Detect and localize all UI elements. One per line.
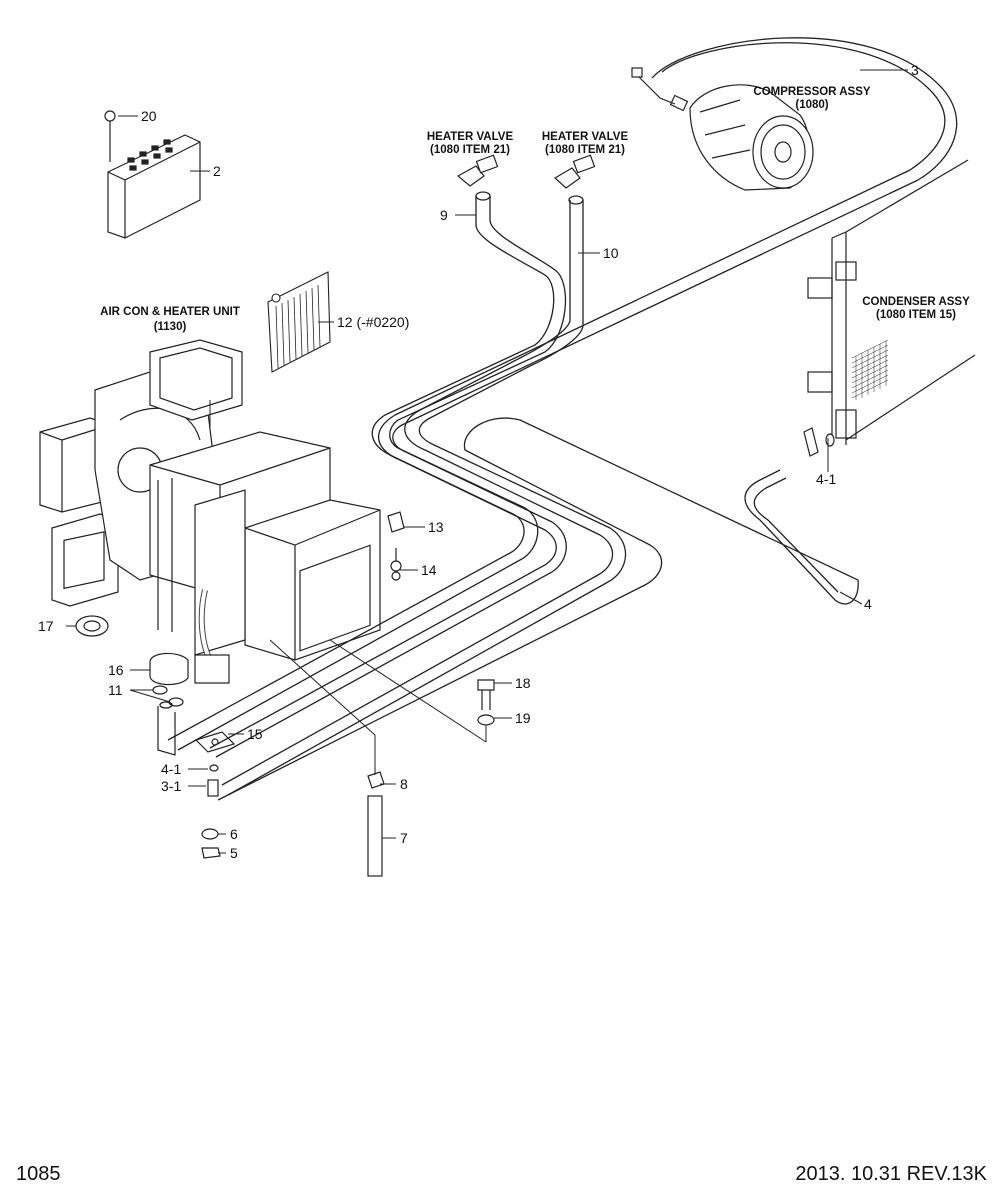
aircon-unit-title: AIR CON & HEATER UNIT: [100, 306, 240, 318]
callout-3: 3: [911, 62, 919, 78]
callout-4-1-bottom: 4-1: [161, 761, 181, 777]
aircon-unit-ref: (1130): [154, 321, 187, 333]
revision-date: 2013. 10.31 REV.13K: [795, 1163, 987, 1185]
screw-20: [104, 110, 116, 162]
compressor-ref: (1080): [795, 99, 828, 111]
callout-labels: 20 2 3 9 10 12 (-#0220) 4-1 13 14 17 4 1…: [38, 62, 919, 861]
callout-7: 7: [400, 830, 408, 846]
callout-5: 5: [230, 845, 238, 861]
compressor-title: COMPRESSOR ASSY: [753, 86, 870, 98]
aircon-heater-unit: [39, 339, 381, 684]
heater-valves: [456, 154, 596, 189]
callout-8: 8: [400, 776, 408, 792]
callout-4: 4: [864, 596, 872, 612]
callout-17: 17: [38, 618, 54, 634]
heater-valve-left-ref: (1080 ITEM 21): [430, 144, 510, 156]
heater-valve-right-title: HEATER VALVE: [542, 131, 629, 143]
callout-18: 18: [515, 675, 531, 691]
heater-valve-right-ref: (1080 ITEM 21): [545, 144, 625, 156]
control-panel-2: [107, 134, 201, 239]
assembly-labels: COMPRESSOR ASSY (1080) HEATER VALVE (108…: [100, 86, 970, 333]
condenser-ref: (1080 ITEM 15): [876, 309, 956, 321]
callout-4-1-top: 4-1: [816, 471, 836, 487]
callout-9: 9: [440, 207, 448, 223]
callout-12: 12 (-#0220): [337, 314, 409, 330]
callout-15: 15: [247, 726, 263, 742]
leader-lines: [66, 69, 908, 854]
fasteners: [75, 427, 835, 877]
heater-core-12: [267, 271, 331, 373]
condenser-assembly: [807, 159, 976, 445]
callout-13: 13: [428, 519, 444, 535]
callout-10: 10: [603, 245, 619, 261]
callout-19: 19: [515, 710, 531, 726]
callout-20: 20: [141, 108, 157, 124]
condenser-title: CONDENSER ASSY: [862, 296, 970, 308]
callout-6: 6: [230, 826, 238, 842]
callout-2: 2: [213, 163, 221, 179]
page-number: 1085: [16, 1163, 61, 1185]
callout-16: 16: [108, 662, 124, 678]
heater-valve-left-title: HEATER VALVE: [427, 131, 514, 143]
callout-3-1: 3-1: [161, 778, 181, 794]
callout-11: 11: [108, 682, 123, 698]
hoses: [159, 37, 958, 801]
compressor-assembly: [631, 67, 814, 191]
callout-14: 14: [421, 562, 437, 578]
